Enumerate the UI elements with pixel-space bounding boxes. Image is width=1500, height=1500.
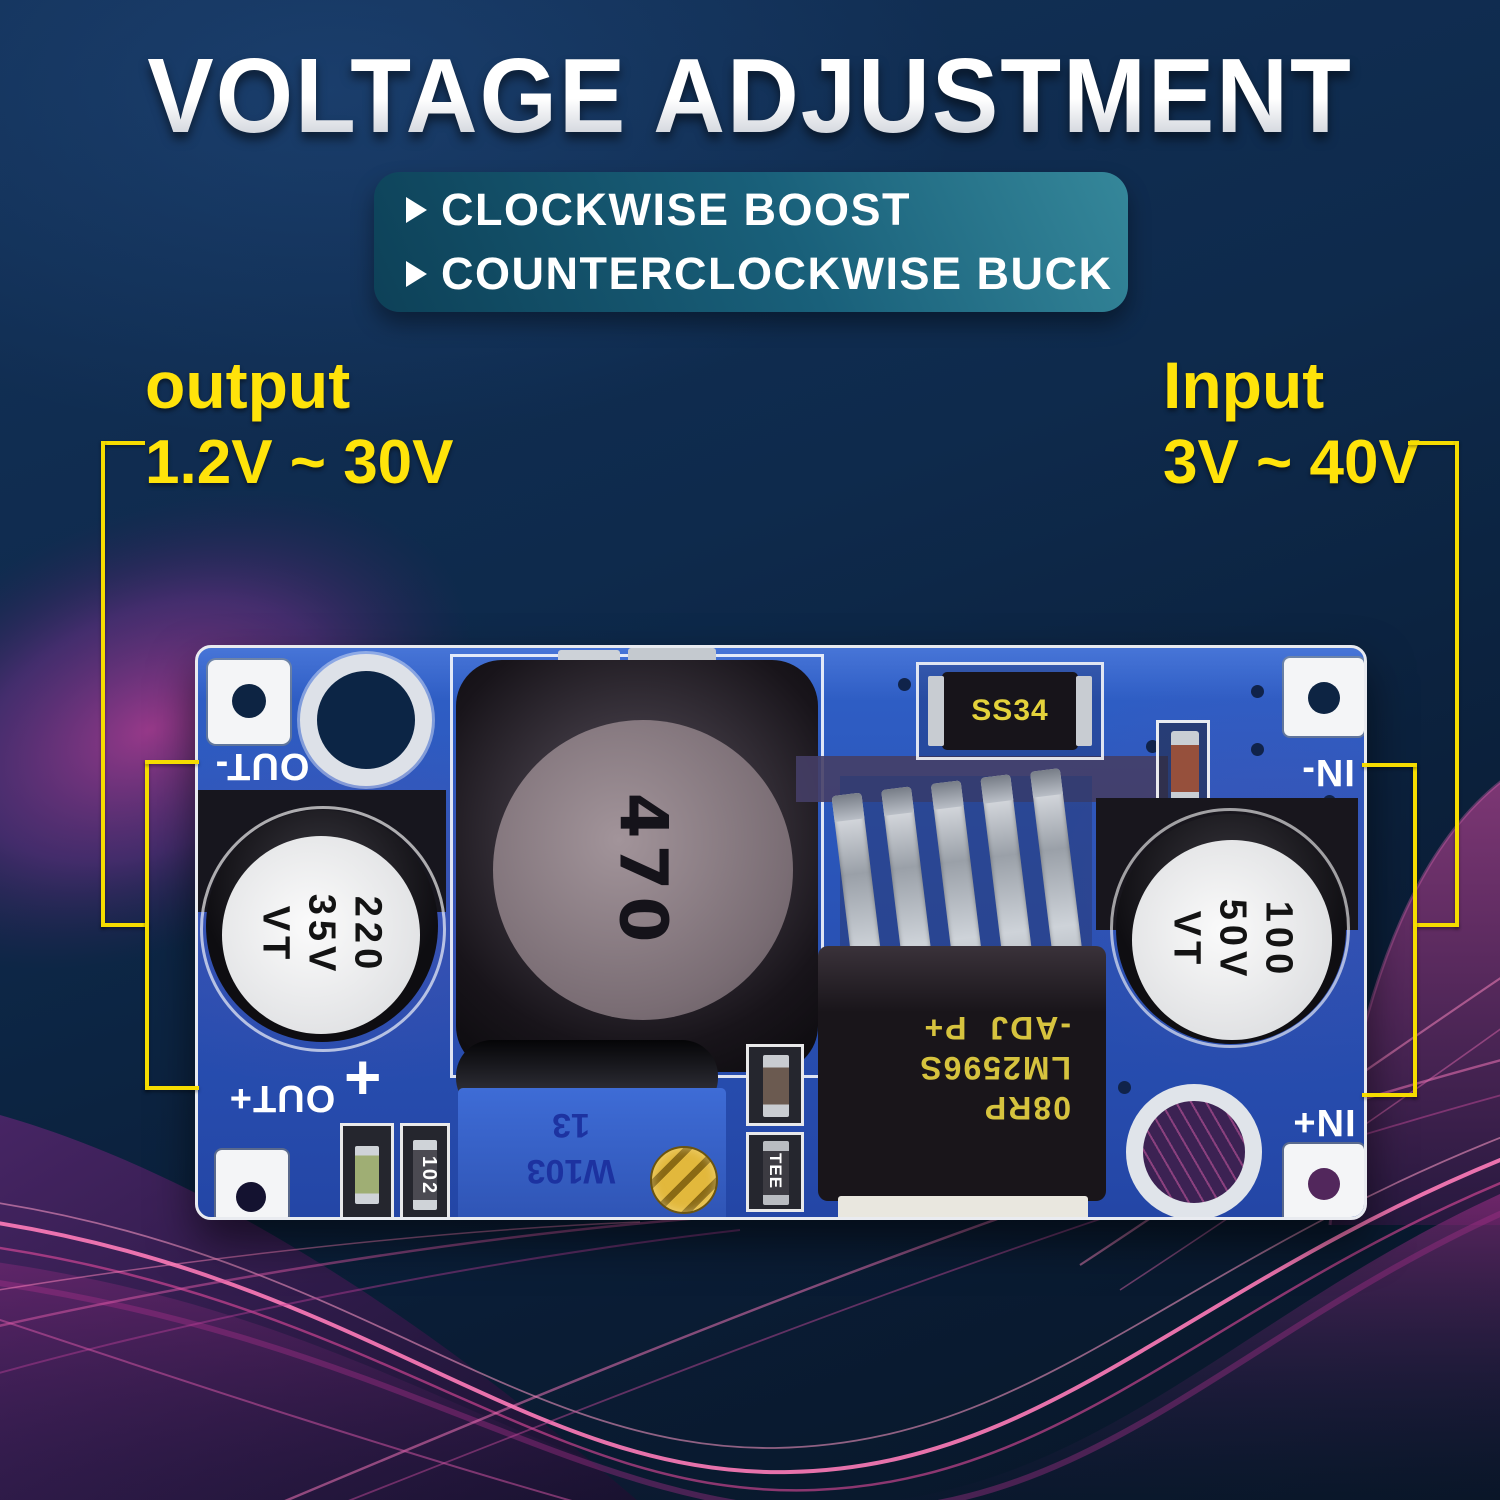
output-voltage-range: 1.2V ~ 30V	[145, 428, 454, 497]
in-pos-label: IN+	[1292, 1101, 1356, 1143]
input-annotation-title: Input	[1163, 348, 1325, 422]
page-title: VOLTAGE ADJUSTMENT	[45, 36, 1455, 157]
resistor-102-smd: 102	[400, 1123, 450, 1217]
output-capacitor-marking: 220 35V VT	[254, 893, 388, 977]
smd-component	[746, 1044, 804, 1126]
bullet-triangle-icon	[406, 261, 427, 287]
regulator-ic-body: 08RP LM2596S -ADJ P+	[818, 946, 1106, 1201]
out-neg-label: OUT-	[214, 745, 310, 787]
in-pos-pad-hole	[1308, 1168, 1340, 1200]
input-capacitor-face: 100 50V VT	[1132, 840, 1332, 1040]
led-smd	[340, 1123, 394, 1217]
out-pos-pad-hole	[236, 1182, 266, 1212]
in-neg-label: IN-	[1301, 751, 1355, 793]
output-capacitor-silkscreen	[200, 806, 446, 1052]
instruction-item-boost: CLOCKWISE BOOST	[406, 184, 1128, 236]
instruction-label: COUNTERCLOCKWISE BUCK	[441, 248, 1113, 299]
mounting-hole-top-left	[300, 654, 432, 786]
input-voltage-range: 3V ~ 40V	[1163, 428, 1420, 497]
smd-tee-marking: TEE	[766, 1152, 786, 1190]
regulator-ic-marking: 08RP LM2596S -ADJ P+	[918, 1010, 1071, 1126]
polarity-plus-mark: +	[344, 1041, 382, 1113]
bullet-triangle-icon	[406, 197, 427, 223]
resistor-102-marking: 102	[418, 1155, 441, 1196]
instruction-item-buck: COUNTERCLOCKWISE BUCK	[406, 248, 1128, 300]
pcb-module: OUT- 220 35V VT + OUT+ 102 470	[195, 645, 1367, 1220]
diode-body: SS34	[928, 672, 1092, 750]
out-neg-pad-hole	[232, 684, 266, 718]
inductor-core: 470	[493, 720, 793, 1020]
regulator-ic-tab	[838, 1196, 1088, 1217]
trimmer-screw	[650, 1146, 718, 1214]
out-pos-label: OUT+	[228, 1077, 336, 1119]
input-annotation: Input 3V ~ 40V	[1163, 352, 1420, 494]
mounting-hole-bottom-right	[1126, 1084, 1262, 1217]
instruction-panel: CLOCKWISE BOOST COUNTERCLOCKWISE BUCK	[374, 172, 1128, 312]
output-annotation-title: output	[145, 348, 351, 422]
output-annotation: output 1.2V ~ 30V	[145, 352, 454, 494]
trimmer-marking: W103 13	[526, 1106, 616, 1190]
input-capacitor-marking: 100 50V VT	[1165, 898, 1299, 982]
smd-tee: TEE	[746, 1132, 804, 1212]
inductor-marking: 470	[604, 792, 682, 948]
instruction-label: CLOCKWISE BOOST	[441, 184, 911, 235]
diode-marking: SS34	[971, 694, 1049, 727]
input-capacitor-silkscreen	[1110, 808, 1350, 1048]
in-neg-pad-hole	[1308, 682, 1340, 714]
output-capacitor-face: 220 35V VT	[222, 836, 420, 1034]
